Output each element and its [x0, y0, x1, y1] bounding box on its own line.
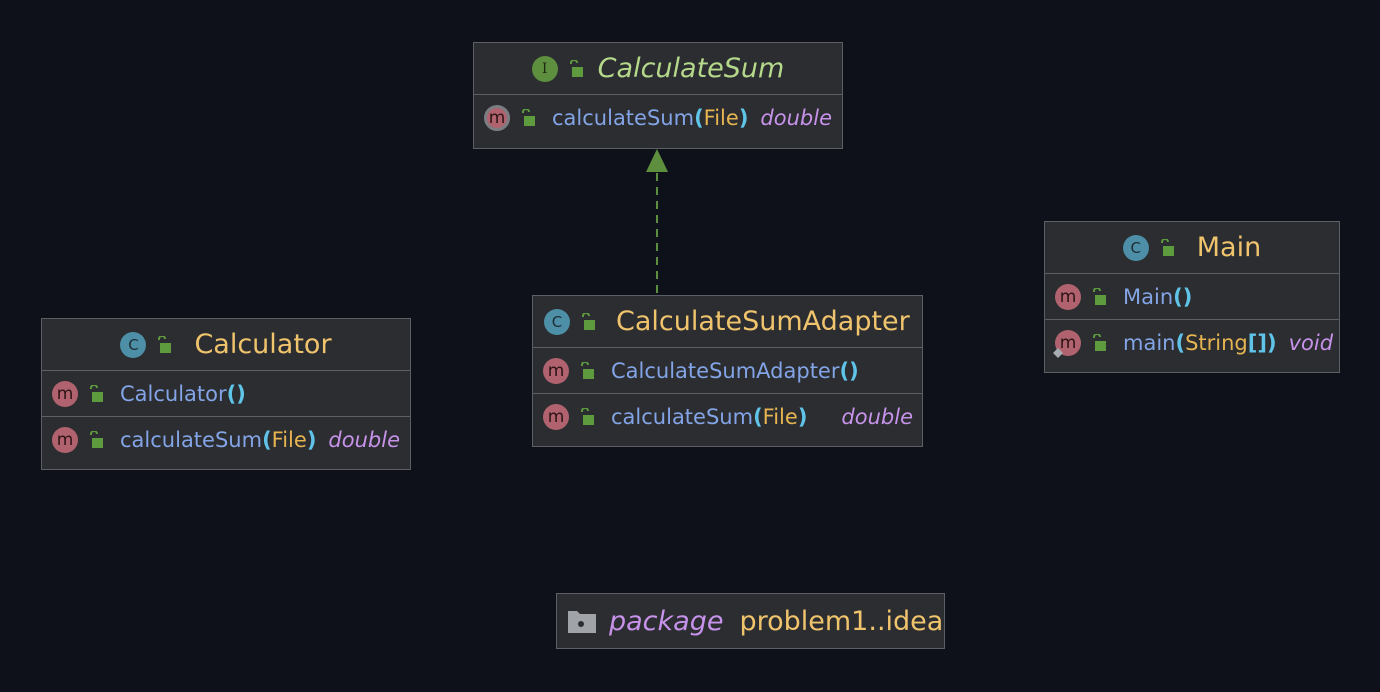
return-type: double — [841, 405, 913, 429]
public-lock-icon — [579, 408, 595, 426]
class-header: C Main — [1045, 222, 1339, 274]
method-row[interactable]: m main(String[]) void — [1045, 320, 1339, 366]
class-header: C Calculator — [42, 319, 410, 371]
public-lock-icon — [1159, 238, 1175, 257]
empty-parens: () — [226, 381, 246, 406]
empty-parens: () — [839, 358, 859, 383]
method-icon: m — [1055, 283, 1081, 310]
folder-icon — [567, 608, 597, 634]
array-brackets: [] — [1247, 331, 1267, 355]
method-icon: m — [52, 427, 78, 453]
class-name: Main — [1196, 232, 1262, 263]
close-paren: ) — [306, 428, 317, 452]
public-lock-icon — [1091, 287, 1107, 306]
method-name: main — [1123, 331, 1176, 355]
package-label[interactable]: package problem1..idea — [556, 593, 945, 649]
method-icon: m — [543, 357, 569, 384]
public-lock-icon — [520, 109, 536, 127]
class-main[interactable]: C Main m Main() m main(String[]) void — [1044, 221, 1340, 373]
class-icon: C — [120, 331, 147, 358]
interface-header: I CalculateSum — [474, 43, 842, 95]
close-paren: ) — [797, 405, 808, 429]
static-pin-icon — [1053, 348, 1063, 358]
method-name: calculateSum — [611, 405, 754, 429]
empty-parens: () — [1173, 284, 1193, 309]
method-icon: m — [52, 380, 78, 407]
method-icon: m — [543, 404, 569, 430]
constructor-row[interactable]: m Main() — [1045, 274, 1339, 320]
class-icon: C — [1122, 234, 1149, 261]
class-icon: C — [544, 308, 570, 335]
param-type: File — [271, 428, 307, 452]
param-type: String — [1185, 331, 1248, 355]
param-type: File — [703, 106, 739, 130]
public-lock-icon — [88, 431, 104, 449]
package-keyword: package — [609, 605, 724, 637]
method-name: CalculateSumAdapter — [611, 358, 840, 383]
interface-icon: I — [531, 55, 558, 82]
return-type: void — [1288, 331, 1334, 355]
param-type: File — [762, 405, 798, 429]
class-name: CalculateSumAdapter — [616, 306, 910, 337]
open-paren: ( — [753, 405, 763, 429]
package-name: problem1..idea — [739, 605, 944, 637]
class-calculate-sum-adapter[interactable]: C CalculateSumAdapter m CalculateSumAdap… — [532, 295, 923, 447]
method-name: calculateSum — [552, 106, 695, 130]
method-row[interactable]: m calculateSum(File) double — [42, 417, 410, 463]
close-paren: ) — [1266, 331, 1277, 355]
public-lock-icon — [568, 59, 584, 78]
public-lock-icon — [156, 335, 172, 354]
open-paren: ( — [262, 428, 272, 452]
constructor-row[interactable]: m CalculateSumAdapter() — [533, 348, 922, 394]
open-paren: ( — [1175, 331, 1186, 355]
method-row[interactable]: m calculateSum(File) double — [474, 95, 842, 141]
method-name: Main — [1123, 284, 1174, 309]
public-lock-icon — [1091, 334, 1107, 352]
class-name: Calculator — [194, 329, 332, 360]
close-paren: ) — [738, 106, 749, 130]
abstract-method-icon: m — [484, 105, 510, 131]
method-icon: m — [1055, 330, 1081, 356]
return-type: double — [760, 106, 832, 130]
public-lock-icon — [579, 361, 595, 380]
interface-name: CalculateSum — [597, 53, 785, 84]
interface-calculate-sum[interactable]: I CalculateSum m calculateSum(File) doub… — [473, 42, 843, 149]
public-lock-icon — [580, 312, 596, 331]
method-name: calculateSum — [120, 428, 263, 452]
constructor-row[interactable]: m Calculator() — [42, 371, 410, 417]
return-type: double — [328, 428, 400, 452]
method-row[interactable]: m calculateSum(File) double — [533, 394, 922, 440]
method-name: Calculator — [120, 381, 227, 406]
class-calculator[interactable]: C Calculator m Calculator() m calculateS… — [41, 318, 411, 470]
open-paren: ( — [694, 106, 704, 130]
public-lock-icon — [88, 384, 104, 403]
class-header: C CalculateSumAdapter — [533, 296, 922, 348]
